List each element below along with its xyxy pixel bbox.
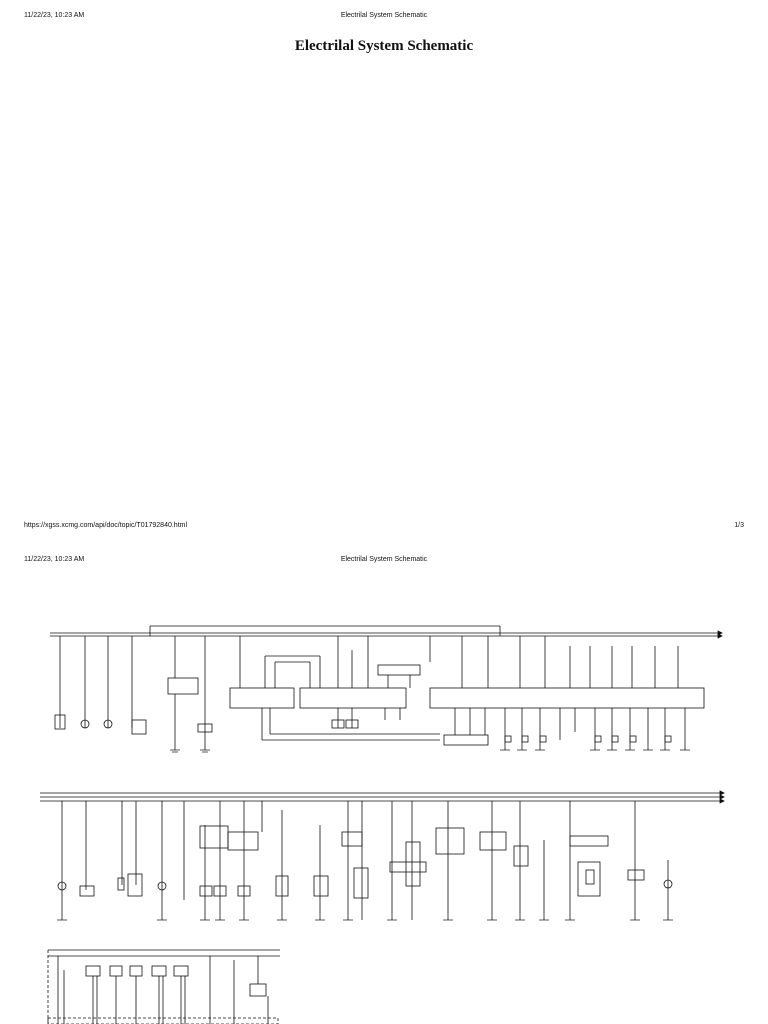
header-title: Electrilal System Schematic — [340, 12, 428, 19]
page-header: 11/22/23, 10:23 AM Electrilal System Sch… — [24, 12, 744, 24]
page-header: 11/22/23, 10:23 AM Electrilal System Sch… — [24, 556, 744, 568]
schematic-block-2 — [40, 790, 725, 921]
document-title: Electrilal System Schematic — [294, 38, 474, 54]
footer-page-number: 1/3 — [734, 522, 744, 529]
header-datetime: 11/22/23, 10:23 AM — [24, 556, 85, 563]
header-title: Electrilal System Schematic — [340, 556, 428, 563]
footer-url[interactable]: https://xgss.xcmg.com/api/doc/topic/T017… — [24, 522, 188, 529]
page-2: 11/22/23, 10:23 AM Electrilal System Sch… — [0, 540, 768, 1024]
schematic-block-1 — [50, 625, 723, 753]
page-footer: https://xgss.xcmg.com/api/doc/topic/T017… — [24, 522, 744, 534]
page-1: 11/22/23, 10:23 AM Electrilal System Sch… — [24, 12, 744, 534]
header-datetime: 11/22/23, 10:23 AM — [24, 12, 85, 19]
wiring-schematic-image — [40, 625, 725, 1024]
schematic-block-3 — [47, 949, 280, 1024]
